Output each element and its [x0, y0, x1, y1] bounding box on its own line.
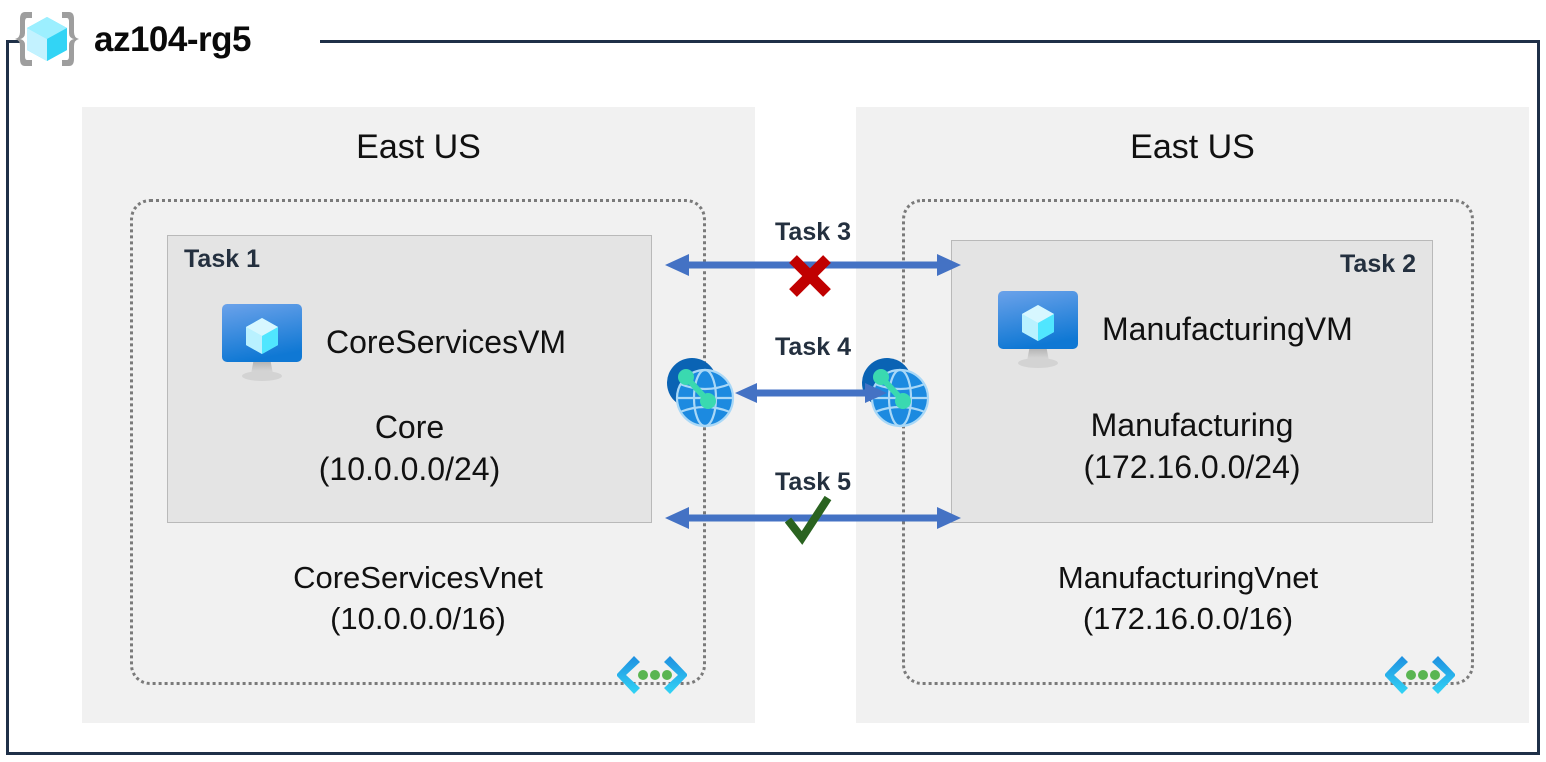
connection-arrow-task4 [735, 380, 887, 406]
subnet-name: Manufacturing [1090, 407, 1294, 443]
connection-label-task3: Task 3 [775, 218, 851, 246]
frame-top-left-segment [6, 40, 28, 43]
subnet-core: Task 1 [167, 235, 652, 523]
task-tag-1: Task 1 [184, 245, 260, 273]
subnet-name: Core [374, 409, 445, 445]
vnet-manufacturing: ManufacturingVnet (172.16.0.0/16) [902, 199, 1474, 694]
connection-label-task5: Task 5 [775, 468, 851, 496]
red-cross-icon [783, 249, 837, 303]
vm-name-manufacturing: ManufacturingVM [1102, 311, 1353, 347]
resource-group-header: az104-rg5 [12, 8, 251, 70]
subnet-info-manufacturing: Manufacturing (172.16.0.0/24) [952, 404, 1432, 488]
vnet-cidr: (10.0.0.0/16) [330, 601, 506, 637]
subnet-cidr-value: (10.0.0.0/24) [318, 451, 501, 488]
vnet-name: ManufacturingVnet [1057, 560, 1319, 596]
subnet-cidr-value: (172.16.0.0/24) [1083, 449, 1301, 486]
vm-row-manufacturing: ManufacturingVM [992, 283, 1353, 375]
vnet-cidr: (172.16.0.0/16) [1082, 601, 1294, 637]
virtual-machine-icon [992, 283, 1084, 375]
vnet-label-coreservices: CoreServicesVnet (10.0.0.0/16) [133, 558, 703, 640]
region-label-right: East US [1130, 128, 1255, 166]
virtual-network-icon [616, 654, 688, 696]
connection-label-task4: Task 4 [775, 333, 851, 361]
vm-row-coreservices: CoreServicesVM [216, 296, 566, 388]
resource-group-cube-icon [12, 8, 82, 70]
green-check-icon [780, 492, 834, 546]
subnet-manufacturing: Task 2 [951, 240, 1433, 523]
virtual-network-icon [1384, 654, 1456, 696]
frame-top-right-segment [318, 40, 1540, 43]
virtual-machine-icon [216, 296, 308, 388]
vnet-label-manufacturing: ManufacturingVnet (172.16.0.0/16) [905, 558, 1471, 640]
subnet-info-core: Core (10.0.0.0/24) [168, 406, 651, 490]
resource-group-name: az104-rg5 [94, 19, 251, 59]
vnet-name: CoreServicesVnet [293, 560, 543, 596]
task-tag-2: Task 2 [1340, 250, 1416, 278]
vnet-peering-icon [661, 352, 739, 430]
vnet-coreservices: CoreServicesVnet (10.0.0.0/16) [130, 199, 706, 694]
region-label-left: East US [356, 128, 481, 166]
vm-name-coreservices: CoreServicesVM [326, 324, 567, 360]
connection-arrow-task3 [665, 252, 961, 278]
